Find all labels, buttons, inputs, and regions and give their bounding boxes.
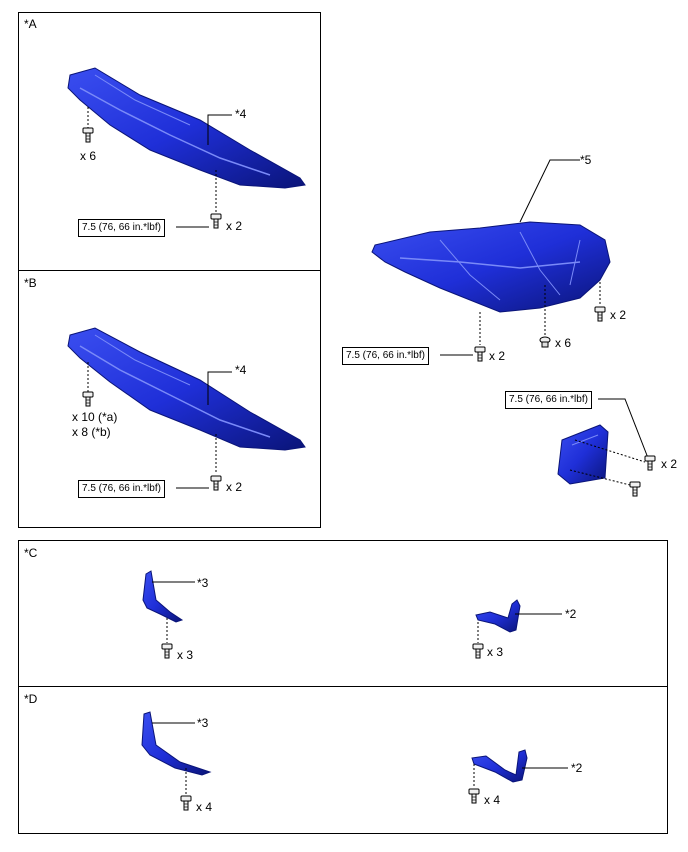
qty-c-left: x 3 xyxy=(177,648,194,662)
callout-line-b4 xyxy=(207,371,232,405)
panel-b-label: *B xyxy=(24,276,37,290)
bolt-c-left xyxy=(161,643,173,659)
panel-d-part-3 xyxy=(141,711,212,776)
bolt-c-right xyxy=(472,643,484,659)
qty-a-left: x 6 xyxy=(80,149,97,163)
bolt-bracket-2 xyxy=(629,481,641,497)
leader-bracket-1 xyxy=(574,439,646,463)
panel-c-part-3 xyxy=(142,570,184,623)
bolt-b-bottom xyxy=(210,475,222,491)
qty-d-right: x 4 xyxy=(484,793,501,807)
bracket-part xyxy=(557,424,609,485)
callout-line-a4 xyxy=(207,114,232,145)
bolt-bracket-1 xyxy=(644,455,656,471)
callout-2-c: *2 xyxy=(565,607,577,621)
qty-b-left-b: x 8 (*b) xyxy=(72,425,111,439)
callout-3-c: *3 xyxy=(197,576,209,590)
callout-2-d: *2 xyxy=(571,761,583,775)
bolt-5-right xyxy=(594,306,606,322)
callout-5: *5 xyxy=(580,153,592,167)
qty-c-right: x 3 xyxy=(487,645,504,659)
bolt-5-left xyxy=(474,346,486,362)
qty-b-bottom: x 2 xyxy=(226,480,243,494)
qty-bracket: x 2 xyxy=(661,457,678,471)
bolt-d-left xyxy=(180,795,192,811)
torque-spec-bracket: 7.5 (76, 66 in.*lbf) xyxy=(505,391,592,409)
panel-c-label: *C xyxy=(24,546,38,560)
bolt-b-left xyxy=(82,391,94,407)
panel-c-part-2 xyxy=(475,599,521,633)
callout-3-d: *3 xyxy=(197,716,209,730)
qty-b-left-a: x 10 (*a) xyxy=(72,410,118,424)
torque-line-bracket xyxy=(598,398,649,459)
panel-d xyxy=(18,686,668,834)
qty-5-mid: x 6 xyxy=(555,336,572,350)
bolt-d-right xyxy=(468,788,480,804)
callout-4-b: *4 xyxy=(235,363,247,377)
engine-under-cover-part xyxy=(371,221,611,313)
clip-5-mid xyxy=(539,336,551,348)
bolt-a-left xyxy=(82,127,94,143)
torque-spec-a: 7.5 (76, 66 in.*lbf) xyxy=(78,219,165,237)
panel-a-label: *A xyxy=(24,17,37,31)
torque-spec-5: 7.5 (76, 66 in.*lbf) xyxy=(342,347,429,365)
qty-5-right: x 2 xyxy=(610,308,627,322)
callout-4-a: *4 xyxy=(235,107,247,121)
qty-a-bottom: x 2 xyxy=(226,219,243,233)
callout-line-c5 xyxy=(519,159,580,223)
undercover-part-b xyxy=(67,327,306,451)
torque-spec-b: 7.5 (76, 66 in.*lbf) xyxy=(78,480,165,498)
qty-d-left: x 4 xyxy=(196,800,213,814)
qty-5-left: x 2 xyxy=(489,349,506,363)
undercover-part-a xyxy=(67,67,306,189)
bolt-a-bottom xyxy=(210,213,222,229)
panel-d-part-2 xyxy=(471,749,528,783)
panel-d-label: *D xyxy=(24,692,38,706)
